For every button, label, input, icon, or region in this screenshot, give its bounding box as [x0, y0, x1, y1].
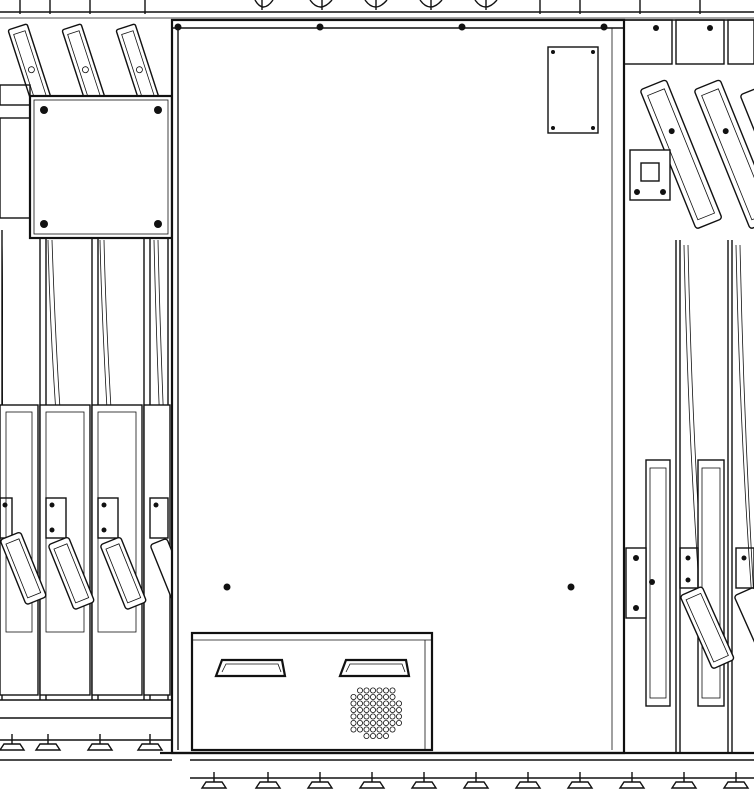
lower-compartment	[190, 631, 434, 752]
base	[0, 699, 754, 789]
vent-hole	[382, 720, 389, 727]
top-clamps	[19, 0, 701, 14]
recessed-handle	[214, 658, 287, 678]
vent-hole	[363, 687, 370, 694]
levelling-foot	[136, 734, 164, 751]
vent-hole	[369, 694, 376, 701]
vent-hole	[363, 700, 370, 707]
vent-hole	[376, 700, 383, 707]
levelling-foot	[34, 734, 62, 751]
vent-hole	[350, 720, 357, 727]
label-plate	[547, 46, 599, 134]
vent-hole	[369, 726, 376, 733]
vent-hole	[389, 700, 396, 707]
vent-hole	[376, 733, 383, 740]
vent-hole	[350, 726, 357, 733]
vent-hole	[363, 720, 370, 727]
vent-hole	[363, 733, 370, 740]
vent-hole	[369, 707, 376, 714]
vent-hole	[389, 694, 396, 701]
vent-hole	[389, 687, 396, 694]
vent-hole	[376, 694, 383, 701]
vent-hole	[382, 726, 389, 733]
levelling-foot	[462, 772, 490, 789]
vent-hole	[389, 707, 396, 714]
vent-hole	[376, 726, 383, 733]
levelling-foot	[86, 734, 114, 751]
vent-hole	[382, 707, 389, 714]
vent-hole	[376, 687, 383, 694]
vent-hole	[395, 700, 402, 707]
vent-hole	[356, 700, 363, 707]
vent-hole	[363, 707, 370, 714]
vent-hole	[382, 700, 389, 707]
vent-grille	[350, 687, 402, 740]
vent-hole	[369, 733, 376, 740]
vent-hole	[356, 726, 363, 733]
levelling-foot	[410, 772, 438, 789]
vent-hole	[382, 694, 389, 701]
main-enclosure	[170, 18, 626, 755]
vent-hole	[395, 720, 402, 727]
vent-hole	[356, 707, 363, 714]
levelling-foot	[254, 772, 282, 789]
vent-hole	[382, 687, 389, 694]
vent-hole	[350, 694, 357, 701]
vent-hole	[376, 713, 383, 720]
recessed-handle	[338, 658, 411, 678]
vent-hole	[389, 713, 396, 720]
levelling-foot	[306, 772, 334, 789]
vent-hole	[376, 707, 383, 714]
levelling-foot	[358, 772, 386, 789]
vent-hole	[376, 720, 383, 727]
levelling-foot	[514, 772, 542, 789]
top-rail	[0, 0, 754, 19]
vent-hole	[369, 713, 376, 720]
vent-hole	[363, 713, 370, 720]
levelling-foot	[618, 772, 646, 789]
vent-hole	[382, 713, 389, 720]
levelling-feet	[0, 734, 750, 789]
vent-hole	[356, 687, 363, 694]
levelling-foot	[200, 772, 228, 789]
vent-hole	[350, 707, 357, 714]
vent-hole	[356, 713, 363, 720]
vent-hole	[382, 733, 389, 740]
vent-hole	[363, 694, 370, 701]
levelling-foot	[722, 772, 750, 789]
vent-hole	[363, 726, 370, 733]
vent-hole	[356, 694, 363, 701]
junction-box	[28, 94, 174, 240]
right-modules	[623, 19, 754, 753]
vent-hole	[369, 700, 376, 707]
vent-hole	[350, 700, 357, 707]
vent-hole	[395, 707, 402, 714]
vent-hole	[356, 720, 363, 727]
levelling-foot	[0, 734, 26, 751]
vent-hole	[395, 713, 402, 720]
levelling-foot	[670, 772, 698, 789]
vent-hole	[369, 720, 376, 727]
vent-hole	[369, 687, 376, 694]
vent-hole	[389, 720, 396, 727]
vent-hole	[389, 726, 396, 733]
vent-hole	[350, 713, 357, 720]
levelling-foot	[566, 772, 594, 789]
